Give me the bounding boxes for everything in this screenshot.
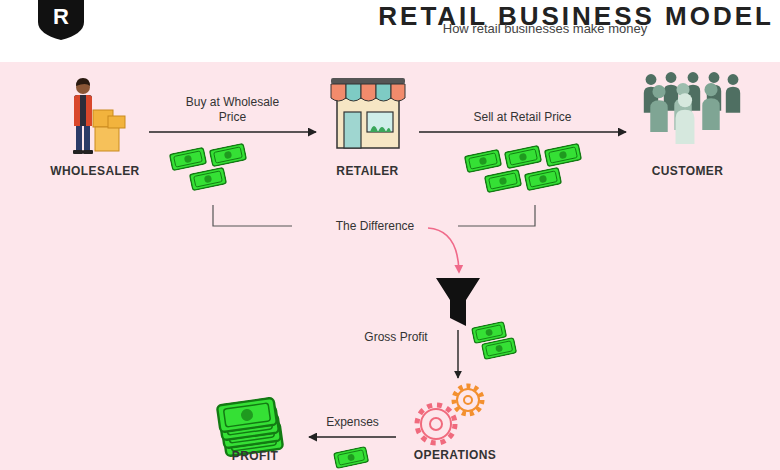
flow-label: The Difference bbox=[336, 219, 415, 233]
flow-arrow bbox=[309, 436, 396, 437]
illustration-part bbox=[337, 98, 399, 148]
illustration-part bbox=[676, 93, 695, 144]
illustration-part bbox=[210, 144, 247, 167]
illustration-part bbox=[702, 83, 719, 130]
illustration-part bbox=[417, 405, 455, 443]
arrow-label: Buy at Wholesale Price bbox=[180, 95, 285, 126]
illustration-part bbox=[465, 150, 502, 173]
arrow-label: Expenses bbox=[326, 415, 379, 431]
illustration-part bbox=[430, 418, 442, 430]
illustration-part bbox=[86, 95, 92, 126]
illustration-part bbox=[485, 170, 522, 193]
illustration-part bbox=[76, 78, 90, 86]
illustration-part bbox=[74, 95, 80, 126]
flow-arrow bbox=[419, 131, 626, 132]
arrow-label: Sell at Retail Price bbox=[473, 110, 571, 126]
illustration-part bbox=[108, 116, 125, 128]
illustration-part bbox=[213, 205, 292, 226]
illustration-part bbox=[545, 144, 582, 167]
node-label: PROFIT bbox=[232, 449, 278, 465]
illustration-part bbox=[331, 78, 405, 84]
subtitle: How retail businesses make money bbox=[443, 21, 647, 36]
illustration-part bbox=[76, 124, 82, 152]
node-label: OPERATIONS bbox=[414, 448, 496, 464]
illustration-part bbox=[84, 124, 90, 152]
node-label: CUSTOMER bbox=[652, 164, 724, 180]
flow-arrow bbox=[149, 131, 316, 132]
icon-node: WHOLESALER bbox=[45, 75, 145, 180]
illustration-part bbox=[344, 112, 361, 148]
illustration-part bbox=[83, 150, 93, 154]
pink-ground bbox=[0, 62, 780, 470]
illustration-part bbox=[331, 84, 346, 101]
illustration-part bbox=[95, 127, 119, 151]
gross-profit-arrow bbox=[457, 330, 458, 378]
illustration-part bbox=[367, 112, 393, 132]
illustration-part bbox=[726, 74, 740, 113]
logo-shield bbox=[38, 0, 84, 40]
illustration-part bbox=[482, 338, 517, 360]
icon-node: RETAILER bbox=[320, 72, 415, 180]
icon-node: PROFIT bbox=[205, 395, 305, 465]
illustration-part bbox=[421, 409, 451, 439]
illustration-part bbox=[74, 95, 92, 126]
icon-node: CUSTOMER bbox=[630, 70, 745, 180]
illustration-part bbox=[525, 168, 562, 191]
icon-node: OPERATIONS bbox=[400, 380, 510, 464]
store-icon bbox=[331, 78, 405, 148]
pink-arrow bbox=[428, 228, 459, 272]
node-label: RETAILER bbox=[336, 164, 398, 180]
illustration-part bbox=[376, 84, 391, 101]
illustration-part bbox=[170, 148, 207, 171]
gears bbox=[417, 386, 482, 443]
illustration-part bbox=[454, 386, 482, 414]
customer-crowd bbox=[644, 72, 740, 144]
illustration-part bbox=[73, 150, 83, 154]
illustration-part bbox=[391, 84, 405, 101]
illustration-part bbox=[217, 398, 277, 433]
logo-letter: R bbox=[53, 4, 69, 30]
illustration-part bbox=[457, 389, 479, 411]
illustration-part bbox=[650, 85, 667, 132]
money-bills bbox=[170, 144, 582, 469]
illustration-part bbox=[464, 396, 472, 404]
funnel bbox=[436, 278, 480, 326]
illustration-part bbox=[346, 84, 361, 101]
wholesaler-figure bbox=[73, 78, 125, 154]
illustration-part bbox=[334, 447, 369, 469]
node-label: WHOLESALER bbox=[50, 164, 139, 180]
illustration-part bbox=[361, 84, 376, 101]
illustration-part bbox=[190, 168, 227, 191]
flow-label: Gross Profit bbox=[364, 330, 427, 344]
illustration-part bbox=[370, 126, 391, 132]
illustration-part bbox=[458, 205, 535, 226]
illustration-part bbox=[505, 146, 542, 169]
